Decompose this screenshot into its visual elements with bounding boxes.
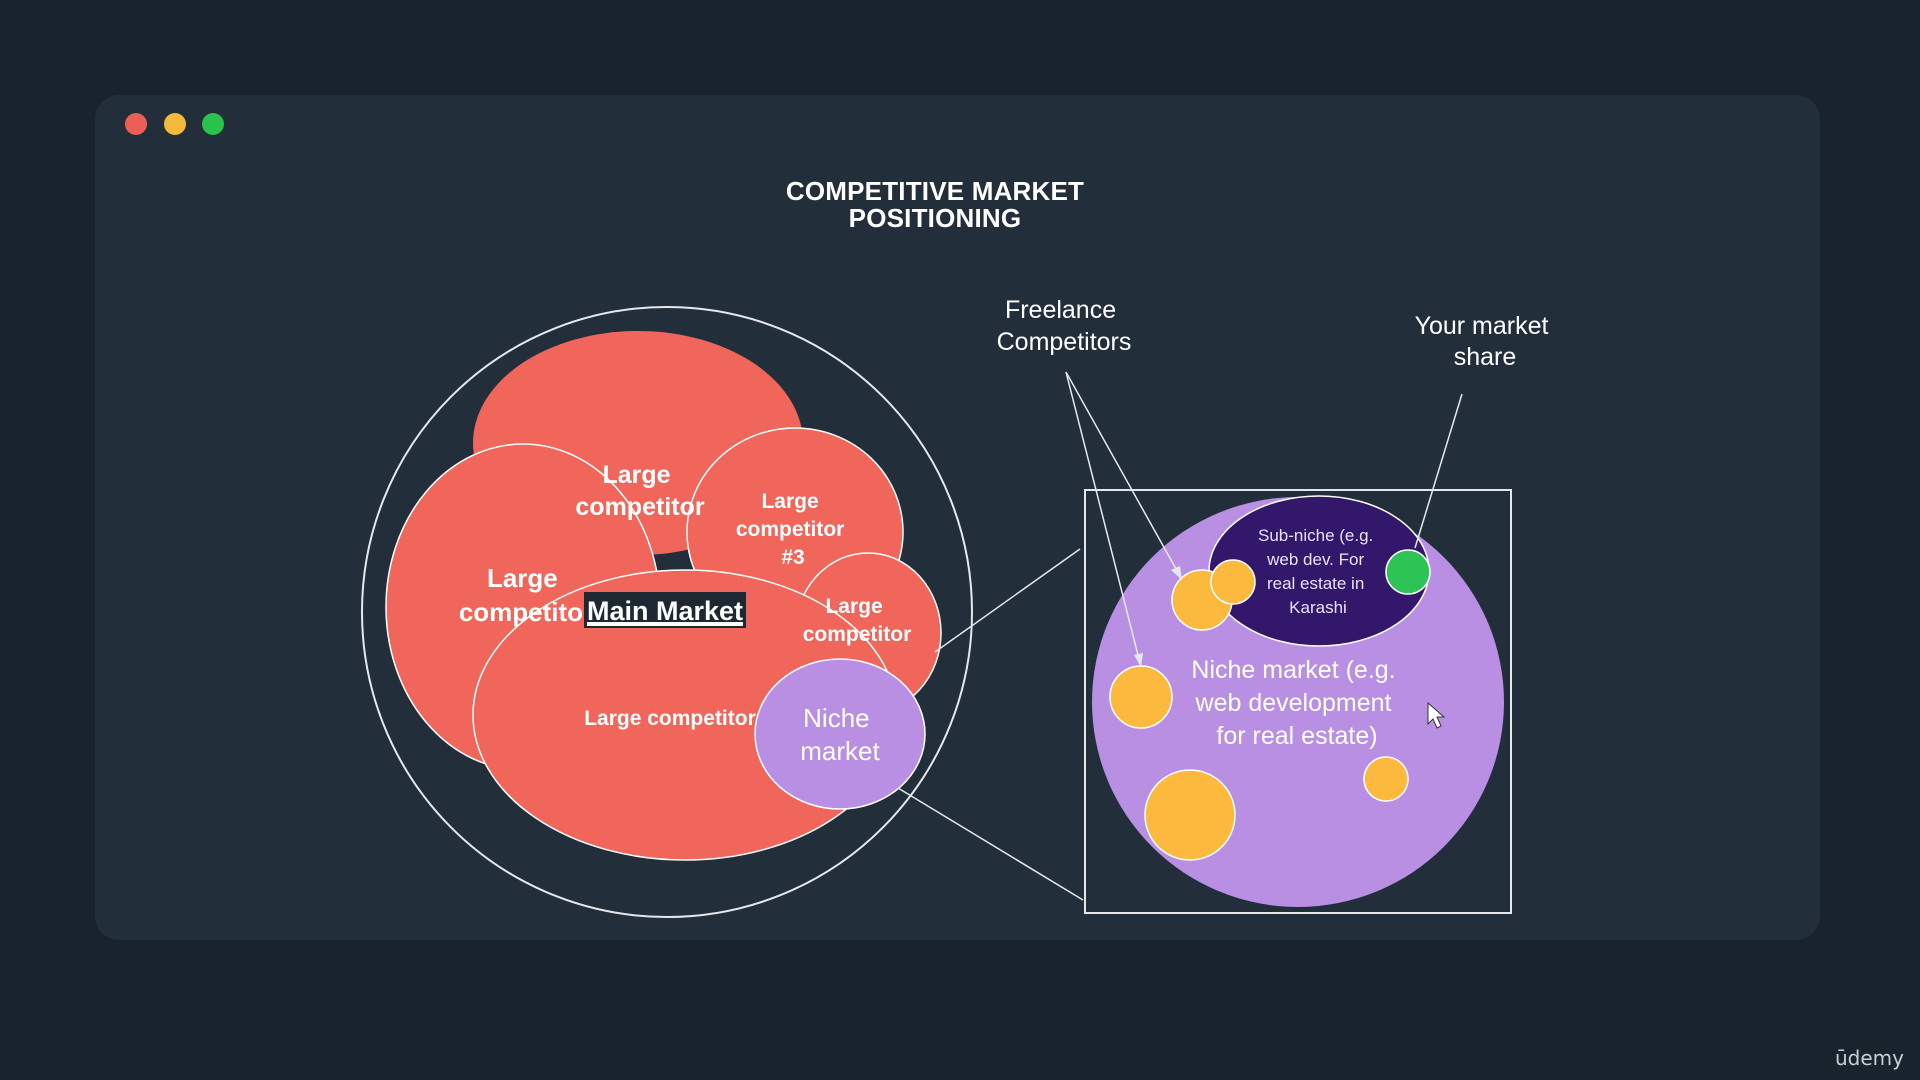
freelancer-circle-4 [1144,769,1236,861]
freelancer-circle-3 [1109,665,1173,729]
main-market-label: Main Market [587,596,743,626]
your-share-line1: Your market [1415,312,1549,340]
main-market-boundary [361,306,973,918]
competitor-3-label: Large competitor #3 [736,490,850,569]
niche-zoom-line1: Niche market (e.g. [1191,656,1395,684]
sub-niche-line3: real estate in [1267,574,1364,593]
competitor-3-line2: competitor [736,518,845,541]
diagram-title-line1: COMPETITIVE MARKET [785,176,1085,206]
zoom-line-top [934,548,1081,653]
zoom-line-bottom [897,787,1084,901]
your-share-pointer-line [1414,393,1463,549]
niche-market-circle [754,658,926,810]
niche-zoom-line3: for real estate) [1216,722,1377,750]
niche-market-line1: Niche [803,703,869,733]
your-market-share-circle [1385,549,1431,595]
competitor-4-label: Large competitor [803,595,912,646]
freelance-arrowhead-1 [1171,566,1182,580]
udemy-watermark: ūdemy [1835,1046,1904,1070]
window-minimize-button[interactable] [164,113,186,135]
competitor-4-line2: competitor [803,623,912,646]
niche-zoom-label: Niche market (e.g. web development for r… [1191,656,1402,750]
niche-market-line2: market [800,736,880,766]
competitor-a-label: Large competitor [575,461,704,521]
your-share-line2: share [1454,343,1517,371]
competitor-4-line1: Large [825,595,882,618]
window-close-button[interactable] [125,113,147,135]
competitor-a-line2: competitor [575,493,704,521]
freelance-arrowhead-2 [1134,653,1143,667]
freelance-arrow-line-2 [1065,371,1141,664]
niche-zoom-line2: web development [1195,689,1392,717]
sub-niche-line4: Karashi [1289,598,1347,617]
freelancer-circle-2 [1210,559,1256,605]
main-market-label-background [584,592,746,628]
sub-niche-line1: Sub-niche (e.g. [1258,526,1373,545]
zoom-box [1084,489,1512,914]
freelance-line1: Freelance [1005,296,1116,324]
diagram-title: COMPETITIVE MARKET POSITIONING [700,178,1170,232]
competitor-3-line1: Large [761,490,818,513]
freelancer-circle-5 [1363,756,1409,802]
competitor-a-line1: Large [602,461,670,489]
freelance-competitors-label: Freelance Competitors [997,296,1132,356]
diagram-title-line2: POSITIONING [848,203,1022,233]
competitor-b-label: Large competitor [459,563,593,627]
your-market-share-label: Your market share [1415,312,1556,371]
competitor-b-line2: competitor [459,597,593,627]
competitor-main-label: Large competitor [584,707,756,730]
window-maximize-button[interactable] [202,113,224,135]
sub-niche-line2: web dev. For [1266,550,1364,569]
freelance-line2: Competitors [997,328,1132,356]
competitor-b-line1: Large [487,563,558,593]
niche-market-label: Niche market [800,703,880,766]
freelance-arrow-line-1 [1065,371,1181,577]
sub-niche-label: Sub-niche (e.g. web dev. For real estate… [1258,526,1378,617]
competitor-3-line3: #3 [781,546,804,569]
mouse-cursor-icon [1427,701,1446,729]
